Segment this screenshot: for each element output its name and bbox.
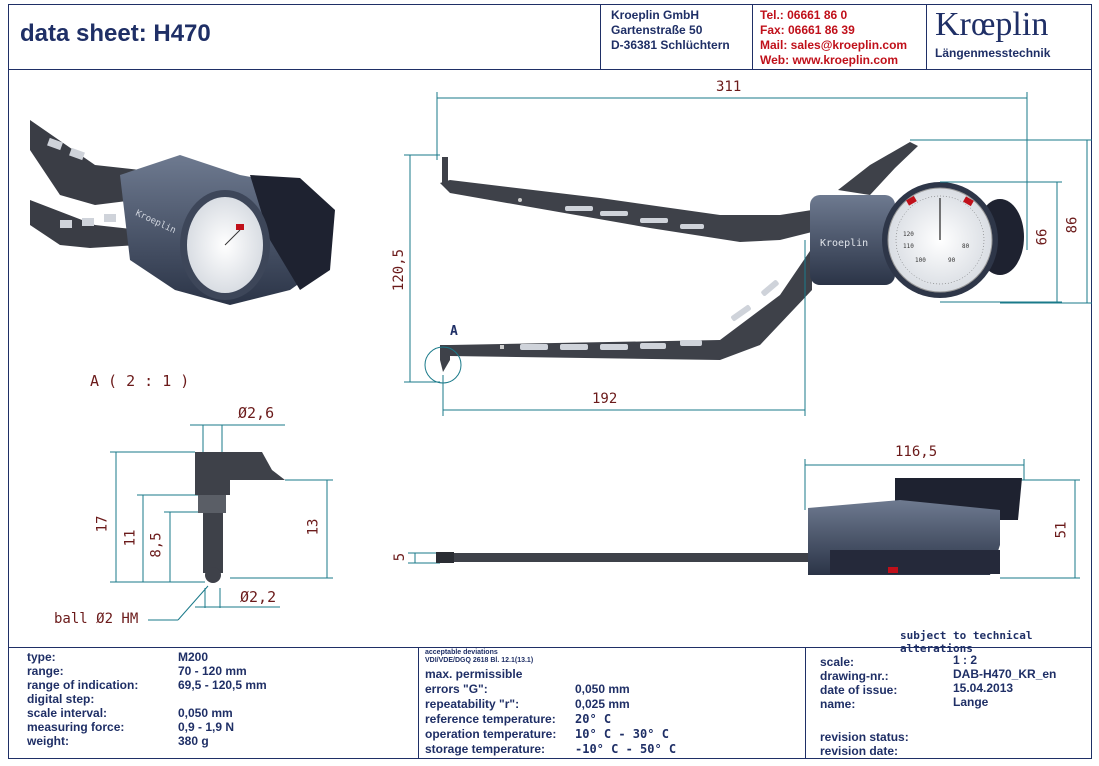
phone: Tel.: 06661 86 0	[760, 8, 848, 22]
spec-divider-2	[805, 647, 806, 759]
email-link[interactable]: Mail: sales@kroeplin.com	[760, 38, 908, 52]
company-logo: Krœplin	[935, 6, 1049, 43]
ball-label: ball Ø2 HM	[54, 611, 139, 627]
dim-192: 192	[592, 391, 618, 407]
page-title: data sheet: H470	[20, 20, 211, 47]
spec-table-frame	[8, 647, 1092, 759]
dial-num-80: 80	[962, 243, 970, 250]
dim-d2-6: Ø2,6	[238, 404, 275, 422]
dim-8-5: 8,5	[148, 532, 165, 558]
contact-info: Tel.: 06661 86 0 Fax: 06661 86 39 Mail: …	[760, 8, 907, 68]
detail-label: A ( 2 : 1 )	[90, 372, 190, 390]
detail-view	[195, 452, 285, 583]
dial-num-120: 120	[903, 231, 914, 238]
side-view	[436, 478, 1022, 575]
dimension-lines	[110, 92, 1092, 621]
dim-86: 86	[1064, 216, 1081, 234]
spec-mid-caption: acceptable deviations VDI/VDE/DGQ 2618 B…	[425, 649, 534, 664]
dim-17: 17	[94, 515, 111, 533]
dial-num-100: 100	[915, 257, 926, 264]
alterations-note: subject to technical alterations	[900, 629, 1033, 655]
logo-subtitle: Längenmesstechnik	[935, 46, 1051, 60]
spec-mid-labels: errors "G": repeatability "r": reference…	[425, 682, 557, 756]
dim-11: 11	[122, 529, 139, 547]
detail-marker: A	[450, 324, 458, 339]
spec-left-labels: type: range: range of indication: digita…	[27, 650, 139, 748]
dial-num-90: 90	[948, 257, 956, 264]
front-brand-text: Kroeplin	[820, 238, 868, 249]
dim-116-5: 116,5	[895, 444, 938, 460]
header-divider-3	[926, 4, 927, 70]
dim-51: 51	[1053, 521, 1070, 539]
fax: Fax: 06661 86 39	[760, 23, 855, 37]
spec-divider-1	[418, 647, 419, 759]
iso-view: Kroeplin	[30, 120, 335, 305]
spec-mid-values: 0,050 mm 0,025 mm 20° C 10° C - 30° C -1…	[575, 682, 677, 756]
dim-d2-2: Ø2,2	[240, 588, 277, 606]
dim-5: 5	[392, 552, 409, 562]
dial-num-110: 110	[903, 243, 914, 250]
header-divider-2	[752, 4, 753, 70]
spec-right-labels: scale: drawing-nr.: date of issue: name:	[820, 655, 898, 711]
spec-mid-heading: max. permissible	[425, 667, 523, 681]
spec-right-values: 1 : 2 DAB-H470_KR_en 15.04.2013 Lange	[953, 653, 1057, 709]
dim-311: 311	[716, 79, 742, 95]
header-divider-1	[600, 4, 601, 70]
dim-120-5: 120,5	[391, 248, 408, 292]
spec-left-values: M200 70 - 120 mm 69,5 - 120,5 mm 0,050 m…	[178, 650, 267, 748]
dim-13: 13	[305, 518, 322, 536]
header-frame	[8, 4, 1092, 70]
company-address: Kroeplin GmbH Gartenstraße 50 D-36381 Sc…	[611, 8, 730, 52]
front-view: Kroeplin 120 110 100 90 80 A	[424, 142, 1024, 384]
dim-66: 66	[1034, 228, 1051, 246]
web-link[interactable]: Web: www.kroeplin.com	[760, 53, 899, 67]
revision-info: revision status: revision date:	[820, 730, 909, 758]
